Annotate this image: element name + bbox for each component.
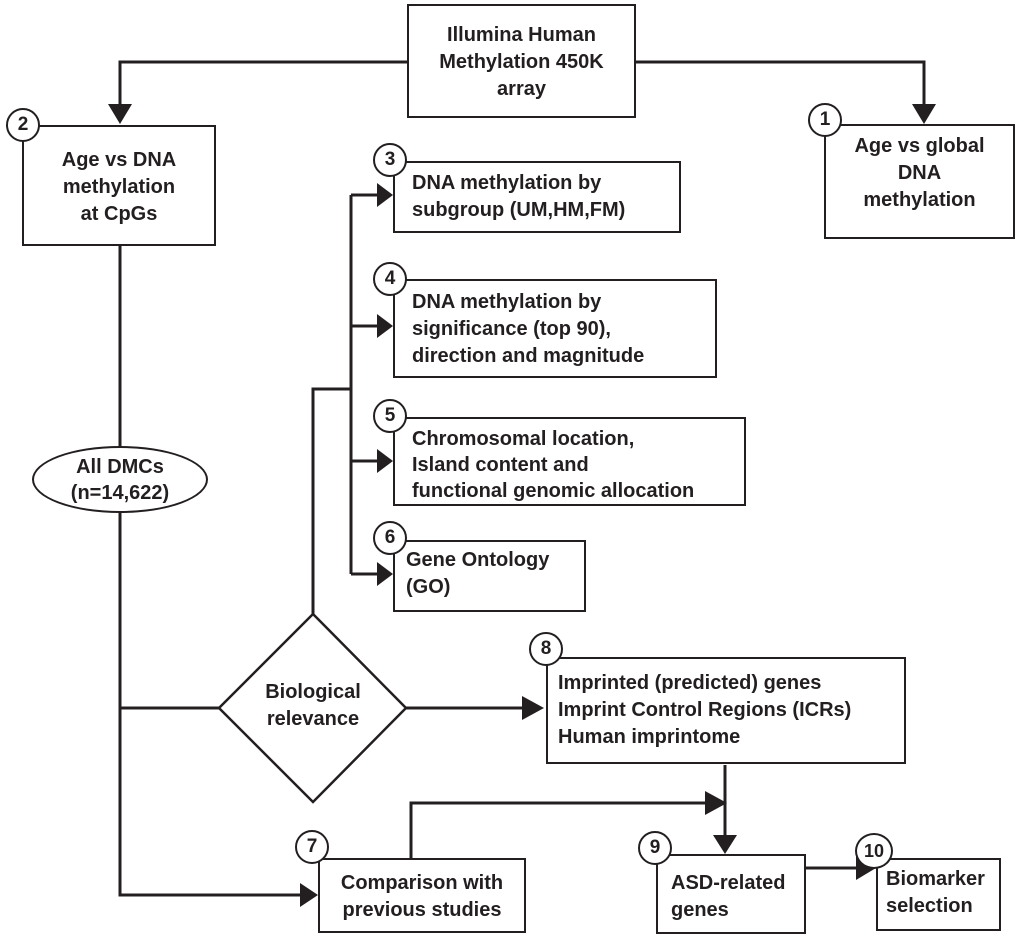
node-biomarker-line: Biomarker: [886, 868, 985, 890]
step-badge-8: 8: [529, 632, 563, 666]
node-imprinted-line: Human imprintome: [558, 726, 741, 748]
step-badge-4: 4: [373, 262, 407, 296]
node-biomarker-line: selection: [886, 895, 973, 917]
node-chromosomal-line: Chromosomal location,: [412, 428, 635, 450]
node-imprinted: Imprinted (predicted) genes Imprint Cont…: [546, 657, 906, 764]
node-go-line: Gene Ontology: [406, 549, 550, 571]
node-cpgs-line: Age vs DNA: [61, 149, 177, 171]
node-imprinted-line: Imprint Control Regions (ICRs): [558, 699, 852, 721]
step-badge-3: 3: [373, 143, 407, 177]
node-relevance-line: Biological: [265, 681, 361, 703]
node-dmcs-line: All DMCs: [76, 455, 164, 478]
connector-relevance-to-bracket: [311, 387, 351, 614]
arrowhead-go: [377, 562, 393, 586]
node-source-line: Methylation 450K: [439, 51, 604, 73]
node-significance-line: significance (top 90),: [412, 318, 611, 340]
arrowhead-chromosomal: [377, 449, 393, 473]
arrowhead-cpgs: [108, 104, 132, 124]
node-go-line: (GO): [406, 576, 451, 598]
step-badge-1: 1: [808, 103, 842, 137]
relevance-diamond: [217, 612, 408, 804]
node-cpgs-line: methylation: [62, 176, 176, 198]
node-chromosomal-line: Island content and: [412, 454, 589, 476]
node-subgroup-line: subgroup (UM,HM,FM): [412, 199, 626, 221]
node-source-line: Illumina Human: [447, 24, 596, 46]
node-subgroup-line: DNA methylation by: [412, 172, 602, 194]
arrowhead-significance: [377, 314, 393, 338]
node-comparison-line: previous studies: [342, 899, 502, 921]
node-global: Age vs global DNA methylation: [824, 124, 1015, 239]
node-source-array: Illumina Human Methylation 450K array: [407, 4, 636, 118]
node-global-line: methylation: [863, 189, 976, 211]
node-global-line: DNA: [897, 162, 942, 184]
node-comparison: Comparison with previous studies: [318, 858, 526, 933]
node-significance-line: direction and magnitude: [412, 345, 645, 367]
step-badge-10: 10: [855, 833, 893, 869]
step-badge-7: 7: [295, 830, 329, 864]
step-badge-9: 9: [638, 831, 672, 865]
connector-source-to-cpgs: [118, 60, 407, 104]
node-cpgs-line: at CpGs: [80, 203, 158, 225]
node-asd-genes: ASD-related genes: [656, 854, 806, 934]
node-source-line: array: [497, 78, 546, 100]
connector-comparison-to-asd: [409, 801, 705, 858]
node-significance: DNA methylation by significance (top 90)…: [393, 279, 717, 378]
arrowhead-asd: [713, 835, 737, 854]
step-badge-2: 2: [6, 108, 40, 142]
arrowhead-subgroup: [377, 183, 393, 207]
node-significance-line: DNA methylation by: [412, 291, 602, 313]
node-relevance-line: relevance: [266, 708, 360, 730]
node-all-dmcs: All DMCs (n=14,622): [32, 446, 208, 513]
node-global-line: Age vs global: [854, 135, 985, 157]
node-imprinted-line: Imprinted (predicted) genes: [558, 672, 822, 694]
node-chromosomal: Chromosomal location, Island content and…: [393, 417, 746, 506]
connector-source-to-global: [636, 60, 926, 104]
node-dmcs-line: (n=14,622): [70, 481, 170, 504]
step-badge-6: 6: [373, 521, 407, 555]
node-asd-line: genes: [671, 899, 729, 921]
node-comparison-line: Comparison with: [340, 872, 504, 894]
node-gene-ontology: Gene Ontology (GO): [393, 540, 586, 612]
node-subgroup: DNA methylation by subgroup (UM,HM,FM): [393, 161, 681, 233]
arrowhead-imprinted: [522, 696, 544, 720]
arrowhead-comparison-merge: [705, 791, 727, 815]
node-chromosomal-line: functional genomic allocation: [412, 480, 695, 502]
node-biological-relevance: Biological relevance: [233, 679, 393, 733]
step-badge-5: 5: [373, 399, 407, 433]
arrowhead-global: [912, 104, 936, 124]
arrowhead-comparison: [300, 883, 318, 907]
node-biomarker: Biomarker selection: [876, 858, 1001, 931]
node-cpgs: Age vs DNA methylation at CpGs: [22, 125, 216, 246]
connector-dmcs-to-comparison: [118, 513, 300, 897]
node-asd-line: ASD-related: [671, 872, 786, 894]
